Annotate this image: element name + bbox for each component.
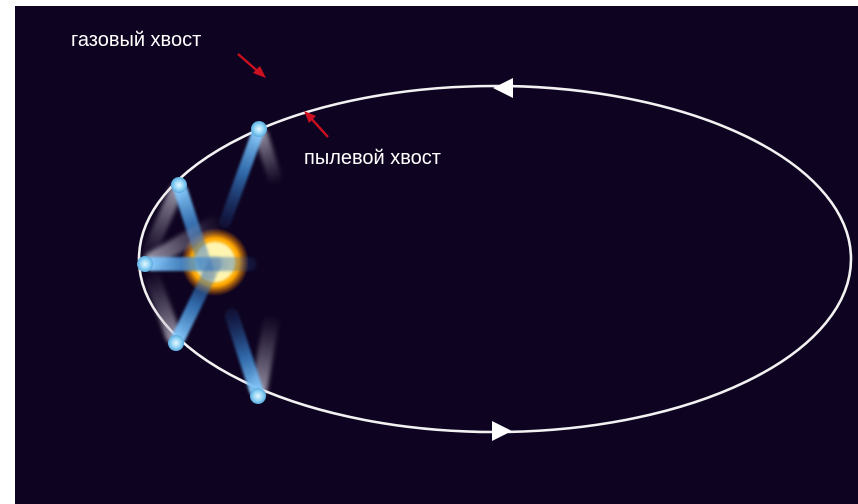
- dust-tail: [141, 184, 184, 261]
- gas-tail: [172, 256, 223, 344]
- dust-tail-label: пылевой хвост: [304, 147, 441, 169]
- comet-1: [219, 121, 282, 229]
- comet-orbit-diagram: газовый хвост пылевой хвост: [15, 6, 858, 504]
- comet-4: [144, 256, 223, 351]
- dust-tail: [254, 128, 282, 185]
- top-arrow: [493, 78, 513, 98]
- comet-head: [137, 256, 153, 272]
- comet-head: [171, 177, 187, 193]
- dust-tail-pointer: [304, 111, 329, 138]
- gas-tail: [219, 128, 263, 229]
- dust-tail: [144, 271, 182, 344]
- bottom-arrow: [492, 421, 512, 441]
- dust-tail: [143, 216, 223, 268]
- gas-tail: [145, 257, 257, 271]
- comet-head: [251, 121, 267, 137]
- gas-tail: [224, 308, 263, 397]
- gas-tail-pointer: [237, 53, 266, 78]
- comet-head: [168, 335, 184, 351]
- comet-5: [224, 308, 279, 404]
- comet-head: [250, 388, 266, 404]
- gas-tail-label: газовый хвост: [71, 29, 201, 51]
- diagram-canvas: газовый хвост пылевой хвост: [71, 29, 853, 441]
- comet-3: [137, 216, 257, 272]
